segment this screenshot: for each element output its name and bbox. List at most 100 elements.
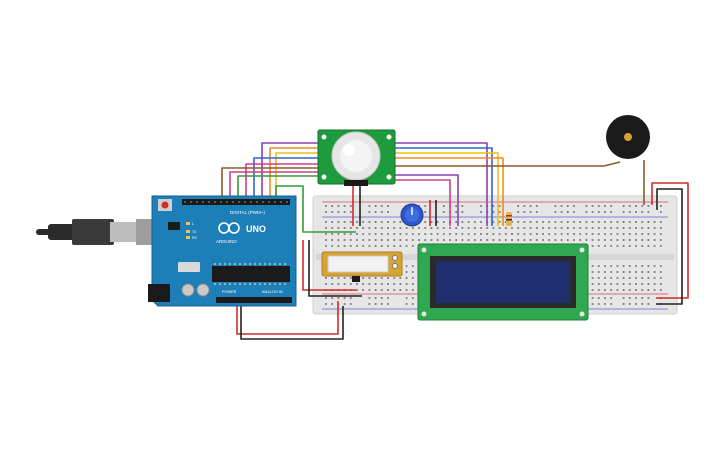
capacitor-icon	[181, 283, 195, 297]
breadboard-hole	[498, 205, 501, 207]
header-pin	[202, 201, 204, 203]
breadboard-hole	[604, 271, 606, 273]
breadboard-hole	[424, 221, 427, 223]
breadboard-hole	[368, 211, 371, 213]
arduino-uno-board[interactable]: DIGITAL (PWM~) UNO ARDUINO L TX RX POWER…	[36, 195, 297, 307]
header-pin	[214, 201, 216, 203]
breadboard-hole	[325, 245, 327, 247]
breadboard-hole	[343, 245, 346, 247]
breadboard-hole	[610, 227, 613, 229]
usb-chip-icon	[168, 222, 180, 230]
breadboard-hole	[343, 233, 346, 235]
breadboard-hole	[356, 245, 358, 247]
breadboard-hole	[647, 265, 650, 267]
wire-pink-1	[245, 163, 320, 200]
breadboard-hole	[628, 233, 631, 235]
breadboard-hole	[523, 211, 526, 213]
breadboard-hole	[517, 233, 520, 235]
capacitor-icon	[196, 283, 210, 297]
breadboard-hole	[405, 227, 408, 229]
breadboard-hole	[343, 211, 346, 213]
breadboard-hole	[461, 205, 464, 207]
breadboard-hole	[331, 221, 334, 223]
breadboard-hole	[374, 205, 377, 207]
breadboard-hole	[325, 297, 327, 299]
breadboard-hole	[362, 233, 365, 235]
breadboard-hole	[362, 277, 365, 279]
breadboard-hole	[573, 211, 575, 213]
breadboard-hole	[616, 277, 619, 279]
breadboard-hole	[591, 211, 594, 213]
power-jack-icon	[148, 284, 170, 302]
breadboard-hole	[343, 239, 346, 241]
breadboard-hole	[498, 239, 501, 241]
breadboard-hole	[343, 277, 346, 279]
breadboard-hole	[597, 289, 600, 291]
breadboard-hole	[374, 227, 377, 229]
breadboard-hole	[659, 283, 662, 285]
pir-sensor[interactable]	[317, 129, 396, 186]
breadboard-hole	[554, 205, 557, 207]
breadboard-hole	[331, 239, 334, 241]
breadboard-hole	[529, 233, 532, 235]
breadboard-hole	[399, 233, 402, 235]
breadboard-hole	[616, 283, 619, 285]
breadboard-hole	[597, 283, 600, 285]
breadboard-hole	[622, 227, 625, 229]
brand-label: ARDUINO	[216, 239, 237, 244]
breadboard-hole	[411, 303, 414, 305]
breadboard-hole	[535, 227, 538, 229]
breadboard-hole	[449, 233, 451, 235]
ic-pin	[284, 283, 286, 285]
breadboard-hole	[616, 227, 619, 229]
relay-module-icon[interactable]	[321, 251, 403, 282]
breadboard-hole	[405, 297, 408, 299]
ic-pin	[244, 283, 246, 285]
breadboard-hole	[349, 283, 352, 285]
breadboard-hole	[380, 233, 383, 235]
breadboard-hole	[349, 205, 352, 207]
header-pin	[220, 201, 222, 203]
breadboard-hole	[653, 245, 656, 247]
breadboard-hole	[635, 277, 637, 279]
lcd-screen	[436, 261, 570, 303]
breadboard-hole	[424, 239, 427, 241]
ic-pin	[234, 283, 236, 285]
breadboard-hole	[628, 303, 631, 305]
breadboard-hole	[411, 265, 414, 267]
breadboard-hole	[405, 265, 408, 267]
breadboard-hole	[387, 283, 389, 285]
breadboard-hole	[628, 211, 631, 213]
breadboard-hole	[628, 271, 631, 273]
breadboard-hole	[331, 211, 334, 213]
potentiometer-knob-icon[interactable]	[400, 203, 424, 227]
breadboard-hole	[554, 221, 557, 223]
breadboard-hole	[405, 233, 408, 235]
ic-pin	[264, 263, 266, 265]
breadboard-hole	[597, 277, 600, 279]
buzzer-icon[interactable]	[606, 115, 650, 159]
breadboard-hole	[591, 303, 594, 305]
breadboard-hole	[498, 221, 501, 223]
breadboard-hole	[535, 239, 538, 241]
breadboard-hole	[604, 227, 606, 229]
breadboard-hole	[374, 233, 377, 235]
breadboard-hole	[368, 283, 371, 285]
breadboard-hole	[628, 289, 631, 291]
breadboard-hole	[517, 211, 520, 213]
lcd-16x2-icon[interactable]	[417, 243, 589, 321]
breadboard-hole	[653, 271, 656, 273]
breadboard-hole	[356, 289, 358, 291]
breadboard-hole	[604, 265, 606, 267]
breadboard-hole	[597, 245, 600, 247]
breadboard-hole	[523, 227, 526, 229]
breadboard-hole	[579, 239, 582, 241]
ic-pin	[224, 283, 226, 285]
breadboard-hole	[560, 221, 563, 223]
breadboard-hole	[374, 221, 377, 223]
breadboard-hole	[449, 227, 451, 229]
breadboard-hole	[604, 303, 606, 305]
breadboard-hole	[399, 227, 402, 229]
reset-button[interactable]	[161, 201, 169, 209]
